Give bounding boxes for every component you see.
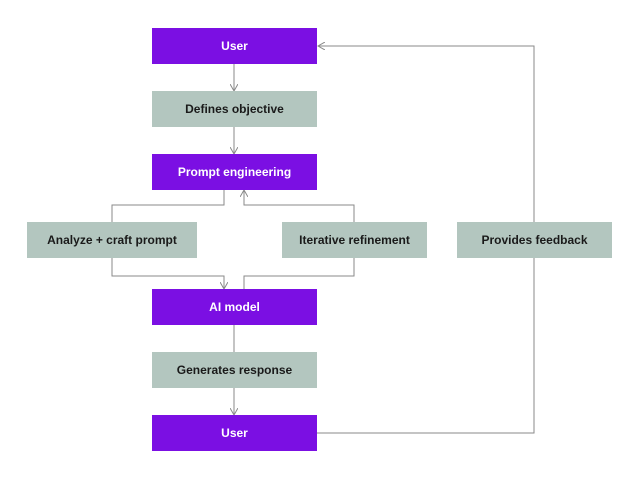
node-user-bottom: User <box>152 415 317 451</box>
edge-model-to-refinement <box>243 258 355 289</box>
edge-analyze-to-model <box>111 258 224 289</box>
edge-feedback-to-user <box>318 46 535 222</box>
node-defines-objective: Defines objective <box>152 91 317 127</box>
node-analyze-craft-prompt: Analyze + craft prompt <box>27 222 197 258</box>
node-user-top: User <box>152 28 317 64</box>
node-iterative-refinement: Iterative refinement <box>282 222 427 258</box>
edge-refinement-to-prompt <box>244 190 355 222</box>
node-provides-feedback: Provides feedback <box>457 222 612 258</box>
edge-prompt-to-analyze <box>111 190 225 222</box>
node-prompt-engineering: Prompt engineering <box>152 154 317 190</box>
node-ai-model: AI model <box>152 289 317 325</box>
node-generates-response: Generates response <box>152 352 317 388</box>
edge-user-to-feedback <box>317 258 535 434</box>
